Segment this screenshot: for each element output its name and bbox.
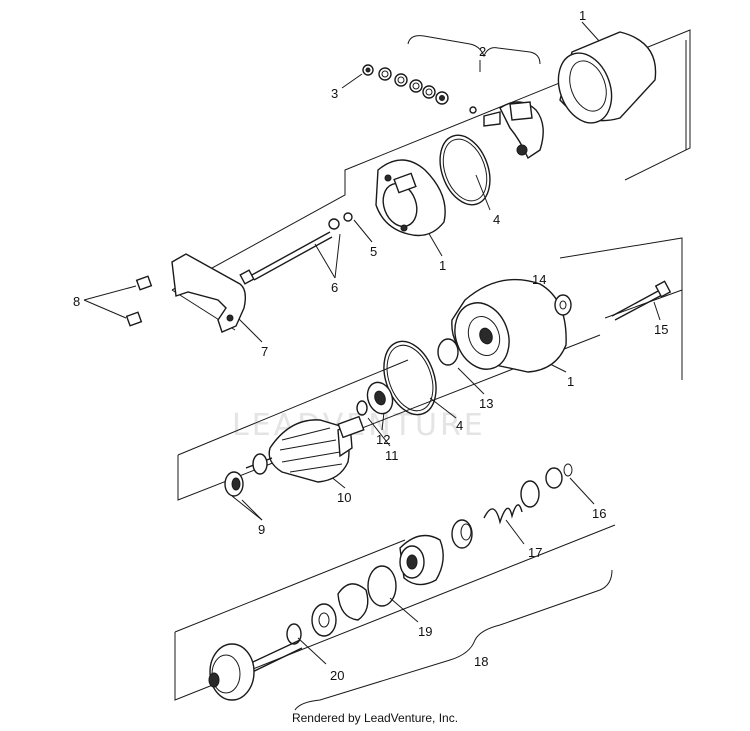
assembly-outline-lower <box>174 524 616 701</box>
front-housing <box>451 278 567 373</box>
washer-set <box>362 64 449 105</box>
bushing <box>224 471 244 497</box>
housing-bolt <box>611 280 672 321</box>
callout-19: 19 <box>418 624 432 639</box>
callout-17: 17 <box>528 545 542 560</box>
leader-lines <box>83 21 661 665</box>
callout-7: 7 <box>261 344 268 359</box>
washer-set-20 <box>286 603 337 645</box>
callout-16: 16 <box>592 506 606 521</box>
through-bolts <box>239 218 340 285</box>
callout-labels: 1 2 3 4 5 1 6 7 8 14 15 1 13 4 12 11 10 … <box>73 8 668 683</box>
callout-6: 6 <box>331 280 338 295</box>
bracket-hole <box>226 314 234 322</box>
o-ring-lower-inner <box>386 344 434 412</box>
bracket-item-18 <box>294 569 613 711</box>
mounting-bracket <box>171 253 247 333</box>
o-ring-13 <box>437 338 459 366</box>
callout-4a: 4 <box>493 212 500 227</box>
callout-1b: 1 <box>439 258 446 273</box>
motor-yoke-housing <box>557 31 657 124</box>
retainer-19 <box>337 565 397 621</box>
callout-18: 18 <box>474 654 488 669</box>
washer-14 <box>554 294 572 316</box>
callout-11: 11 <box>385 448 399 463</box>
callout-5: 5 <box>370 244 377 259</box>
brush-holder-assembly <box>469 101 544 160</box>
callout-9: 9 <box>258 522 265 537</box>
callout-8: 8 <box>73 294 80 309</box>
assembly-outline-middle <box>177 237 683 501</box>
callout-1a: 1 <box>579 8 586 23</box>
bracket-bolts <box>125 275 153 327</box>
callout-10: 10 <box>337 490 351 505</box>
render-credit: Rendered by LeadVenture, Inc. <box>291 711 459 725</box>
callout-3: 3 <box>331 86 338 101</box>
callout-14: 14 <box>532 272 546 287</box>
bearing <box>366 381 394 415</box>
callout-15: 15 <box>654 322 668 337</box>
callout-20: 20 <box>330 668 344 683</box>
bracket-item-2 <box>407 35 541 65</box>
o-ring-lower <box>383 340 437 416</box>
snap-ring-11 <box>356 400 368 416</box>
spring-collar-set <box>451 480 540 549</box>
washer-14-inner <box>559 300 567 310</box>
callout-12: 12 <box>376 432 390 447</box>
o-ring-upper-inner <box>442 138 488 202</box>
callout-13: 13 <box>479 396 493 411</box>
callout-4b: 4 <box>456 418 463 433</box>
armature <box>245 415 365 483</box>
o-ring-upper <box>439 134 491 206</box>
pinion-gear-shaft <box>208 639 303 701</box>
small-o-ring <box>343 212 353 222</box>
callout-2: 2 <box>479 44 486 59</box>
rear-end-cover <box>375 159 446 237</box>
retainer-ring-16 <box>545 463 573 489</box>
overrunning-clutch <box>399 534 444 586</box>
callout-1c: 1 <box>567 374 574 389</box>
